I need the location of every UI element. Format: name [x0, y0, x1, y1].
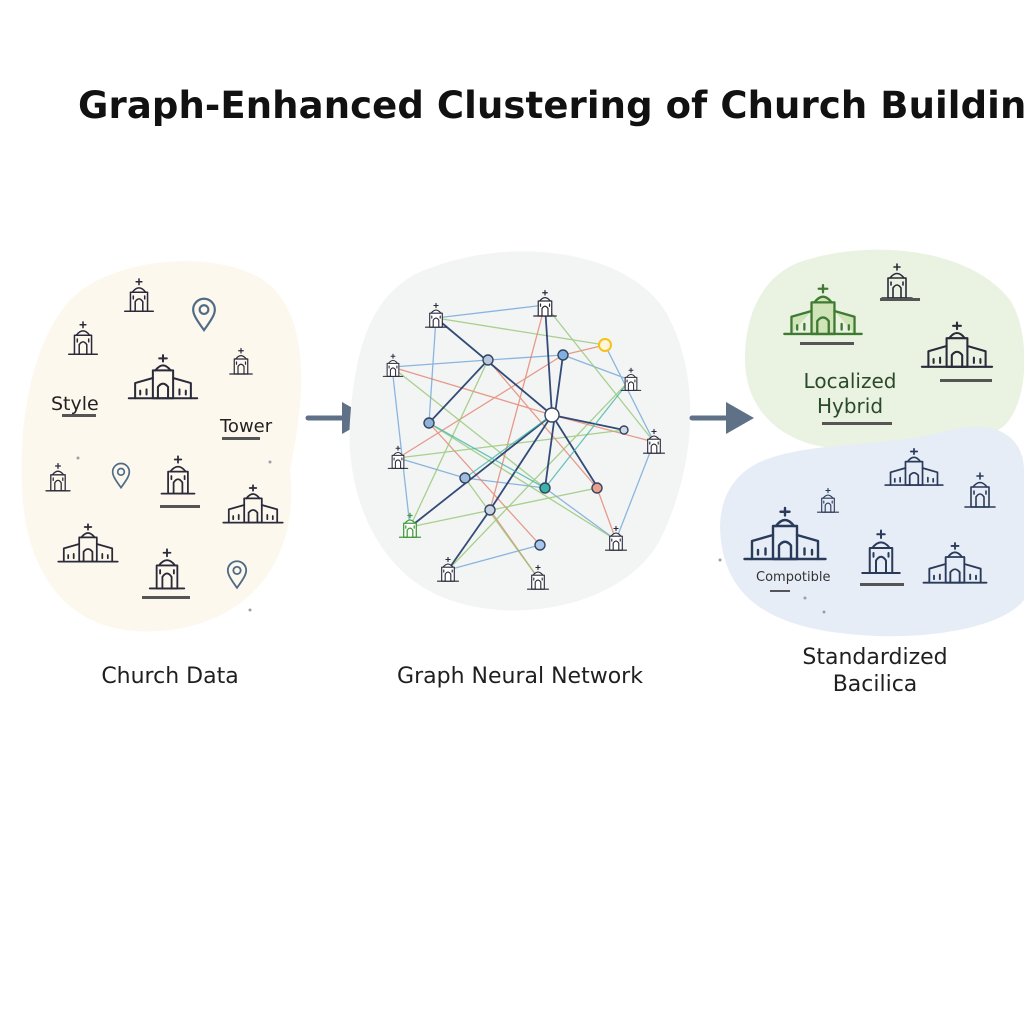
cluster-a-label-line1: Localized — [803, 369, 897, 393]
input-label-style: Style — [51, 393, 99, 415]
cluster-a-label: Localized Hybrid — [780, 369, 920, 419]
small-caption-mark — [160, 505, 200, 508]
cluster-standardized-blob — [720, 426, 1024, 637]
small-caption-mark — [880, 298, 920, 301]
caption-gnn: Graph Neural Network — [397, 664, 643, 689]
page-title: Graph-Enhanced Clustering of Church Buil… — [78, 84, 1024, 127]
small-caption-mark — [822, 422, 892, 425]
input-data-blob — [21, 261, 302, 632]
gnn-nodes — [423, 338, 629, 551]
caption-church-data: Church Data — [101, 664, 239, 689]
small-caption-mark — [62, 414, 96, 417]
small-caption-mark — [142, 596, 190, 599]
cluster-a-label-line2: Hybrid — [816, 394, 884, 418]
cluster-b-label: Compotible — [756, 570, 831, 585]
caption-standardized-line1: Standardized — [802, 645, 948, 670]
small-caption-mark — [770, 590, 790, 592]
gnn-edges — [391, 304, 655, 579]
small-caption-mark — [940, 379, 992, 382]
small-caption-mark — [800, 342, 854, 345]
caption-standardized-line2: Bacilica — [832, 672, 918, 697]
input-label-tower: Tower — [220, 416, 273, 437]
small-caption-mark — [860, 583, 904, 586]
small-caption-mark — [222, 437, 260, 440]
caption-standardized: Standardized Bacilica — [770, 644, 980, 698]
arrow-to-clusters — [689, 402, 754, 434]
gnn-blob — [349, 251, 691, 611]
